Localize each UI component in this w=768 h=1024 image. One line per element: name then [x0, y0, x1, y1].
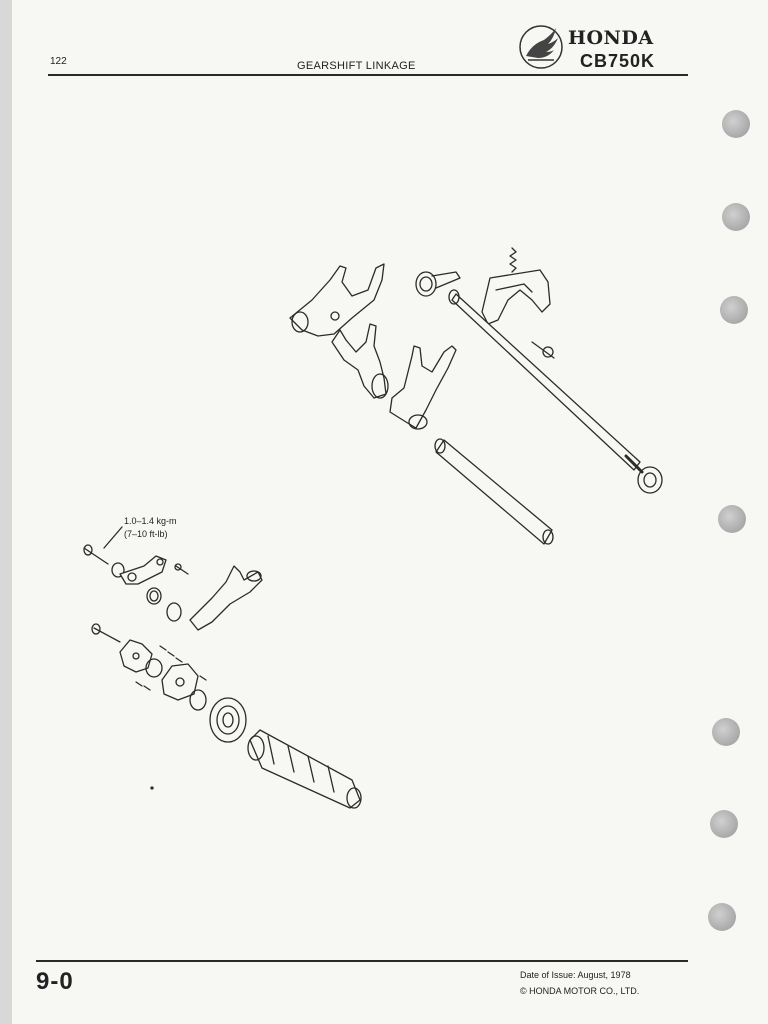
- torque-leader-line: [103, 526, 123, 549]
- drum-stopper-arm: [119, 555, 167, 585]
- torque-imperial: (7–10 ft-lb): [124, 529, 168, 539]
- oil-seal: [637, 466, 663, 494]
- bolt-lower: [91, 623, 121, 643]
- issue-date: Date of Issue: August, 1978: [520, 970, 631, 980]
- section-title: GEARSHIFT LINKAGE: [297, 60, 416, 72]
- brand-name: HONDA: [568, 27, 654, 49]
- stopper-spring: [146, 587, 162, 605]
- binder-hole: [722, 203, 750, 231]
- gearshift-spindle: [448, 289, 644, 474]
- torque-metric: 1.0–1.4 kg-m: [124, 516, 177, 526]
- torque-specification: 1.0–1.4 kg-m (7–10 ft-lb): [124, 515, 177, 541]
- copyright-notice: © HONDA MOTOR CO., LTD.: [520, 986, 640, 996]
- binder-hole: [720, 296, 748, 324]
- section-code: 9-0: [36, 968, 74, 995]
- pin-plate: [119, 639, 153, 673]
- shift-fork-left: [289, 263, 385, 337]
- exploded-parts-diagram: [83, 247, 663, 809]
- pin-small: [174, 563, 189, 575]
- binder-hole: [712, 718, 740, 746]
- bolt-and-washer: [83, 544, 125, 578]
- page-number: 122: [50, 56, 67, 67]
- honda-wing-logo: [519, 25, 563, 69]
- return-spring-upper: [415, 271, 461, 297]
- shift-fork-right: [389, 345, 457, 430]
- dowel-pins: [135, 645, 207, 691]
- collar: [166, 602, 182, 622]
- manual-page: 122 GEARSHIFT LINKAGE HONDA CB750K: [12, 0, 768, 1024]
- stopper-bolt: [531, 341, 555, 359]
- fork-shaft: [434, 438, 554, 545]
- bearing: [189, 689, 247, 743]
- footer-rule: [36, 960, 688, 962]
- shift-arm: [481, 269, 551, 325]
- header-rule: [48, 74, 688, 76]
- binder-hole: [722, 110, 750, 138]
- small-spring: [509, 247, 517, 273]
- model-name: CB750K: [580, 51, 656, 71]
- drum-plate: [145, 658, 199, 701]
- binder-hole: [708, 903, 736, 931]
- shift-fork-center: [331, 323, 389, 399]
- binder-hole: [718, 505, 746, 533]
- shift-fork-lower: [189, 565, 263, 631]
- shift-drum: [247, 729, 362, 809]
- binder-hole: [710, 810, 738, 838]
